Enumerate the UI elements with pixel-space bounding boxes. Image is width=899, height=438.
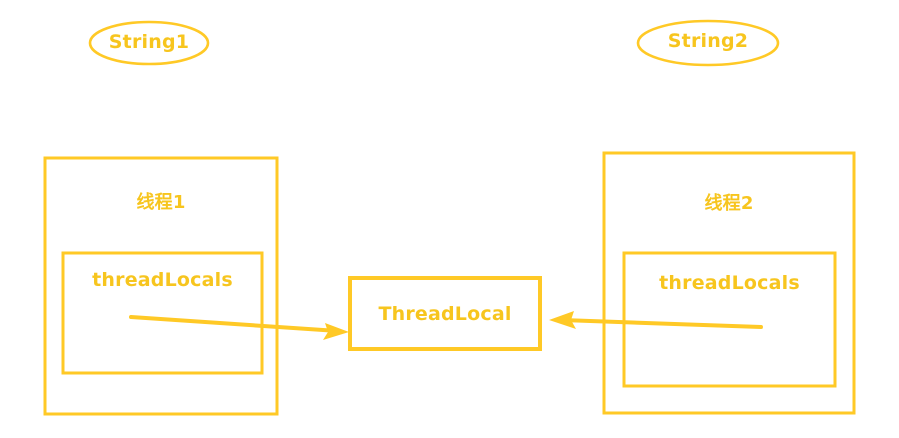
label-threadlocal-center: ThreadLocal xyxy=(378,303,512,325)
label-threadlocals-left: threadLocals xyxy=(92,269,233,291)
label-thread-1: 线程1 xyxy=(136,192,186,213)
label-threadlocals-right: threadLocals xyxy=(659,272,800,294)
box-threadlocal-center[interactable] xyxy=(348,276,542,351)
box-thread-2[interactable] xyxy=(602,151,856,415)
label-string2: String2 xyxy=(667,30,749,52)
ellipse-string2[interactable] xyxy=(636,19,780,67)
box-thread-1[interactable] xyxy=(43,156,279,416)
box-threadlocals-left[interactable] xyxy=(61,251,264,375)
label-thread-2: 线程2 xyxy=(704,193,754,214)
arrow-left-to-center xyxy=(129,315,349,340)
box-threadlocals-right[interactable] xyxy=(622,251,837,388)
label-string1: String1 xyxy=(108,31,190,53)
arrow-right-to-center xyxy=(549,311,763,329)
ellipse-string1[interactable] xyxy=(88,20,210,66)
